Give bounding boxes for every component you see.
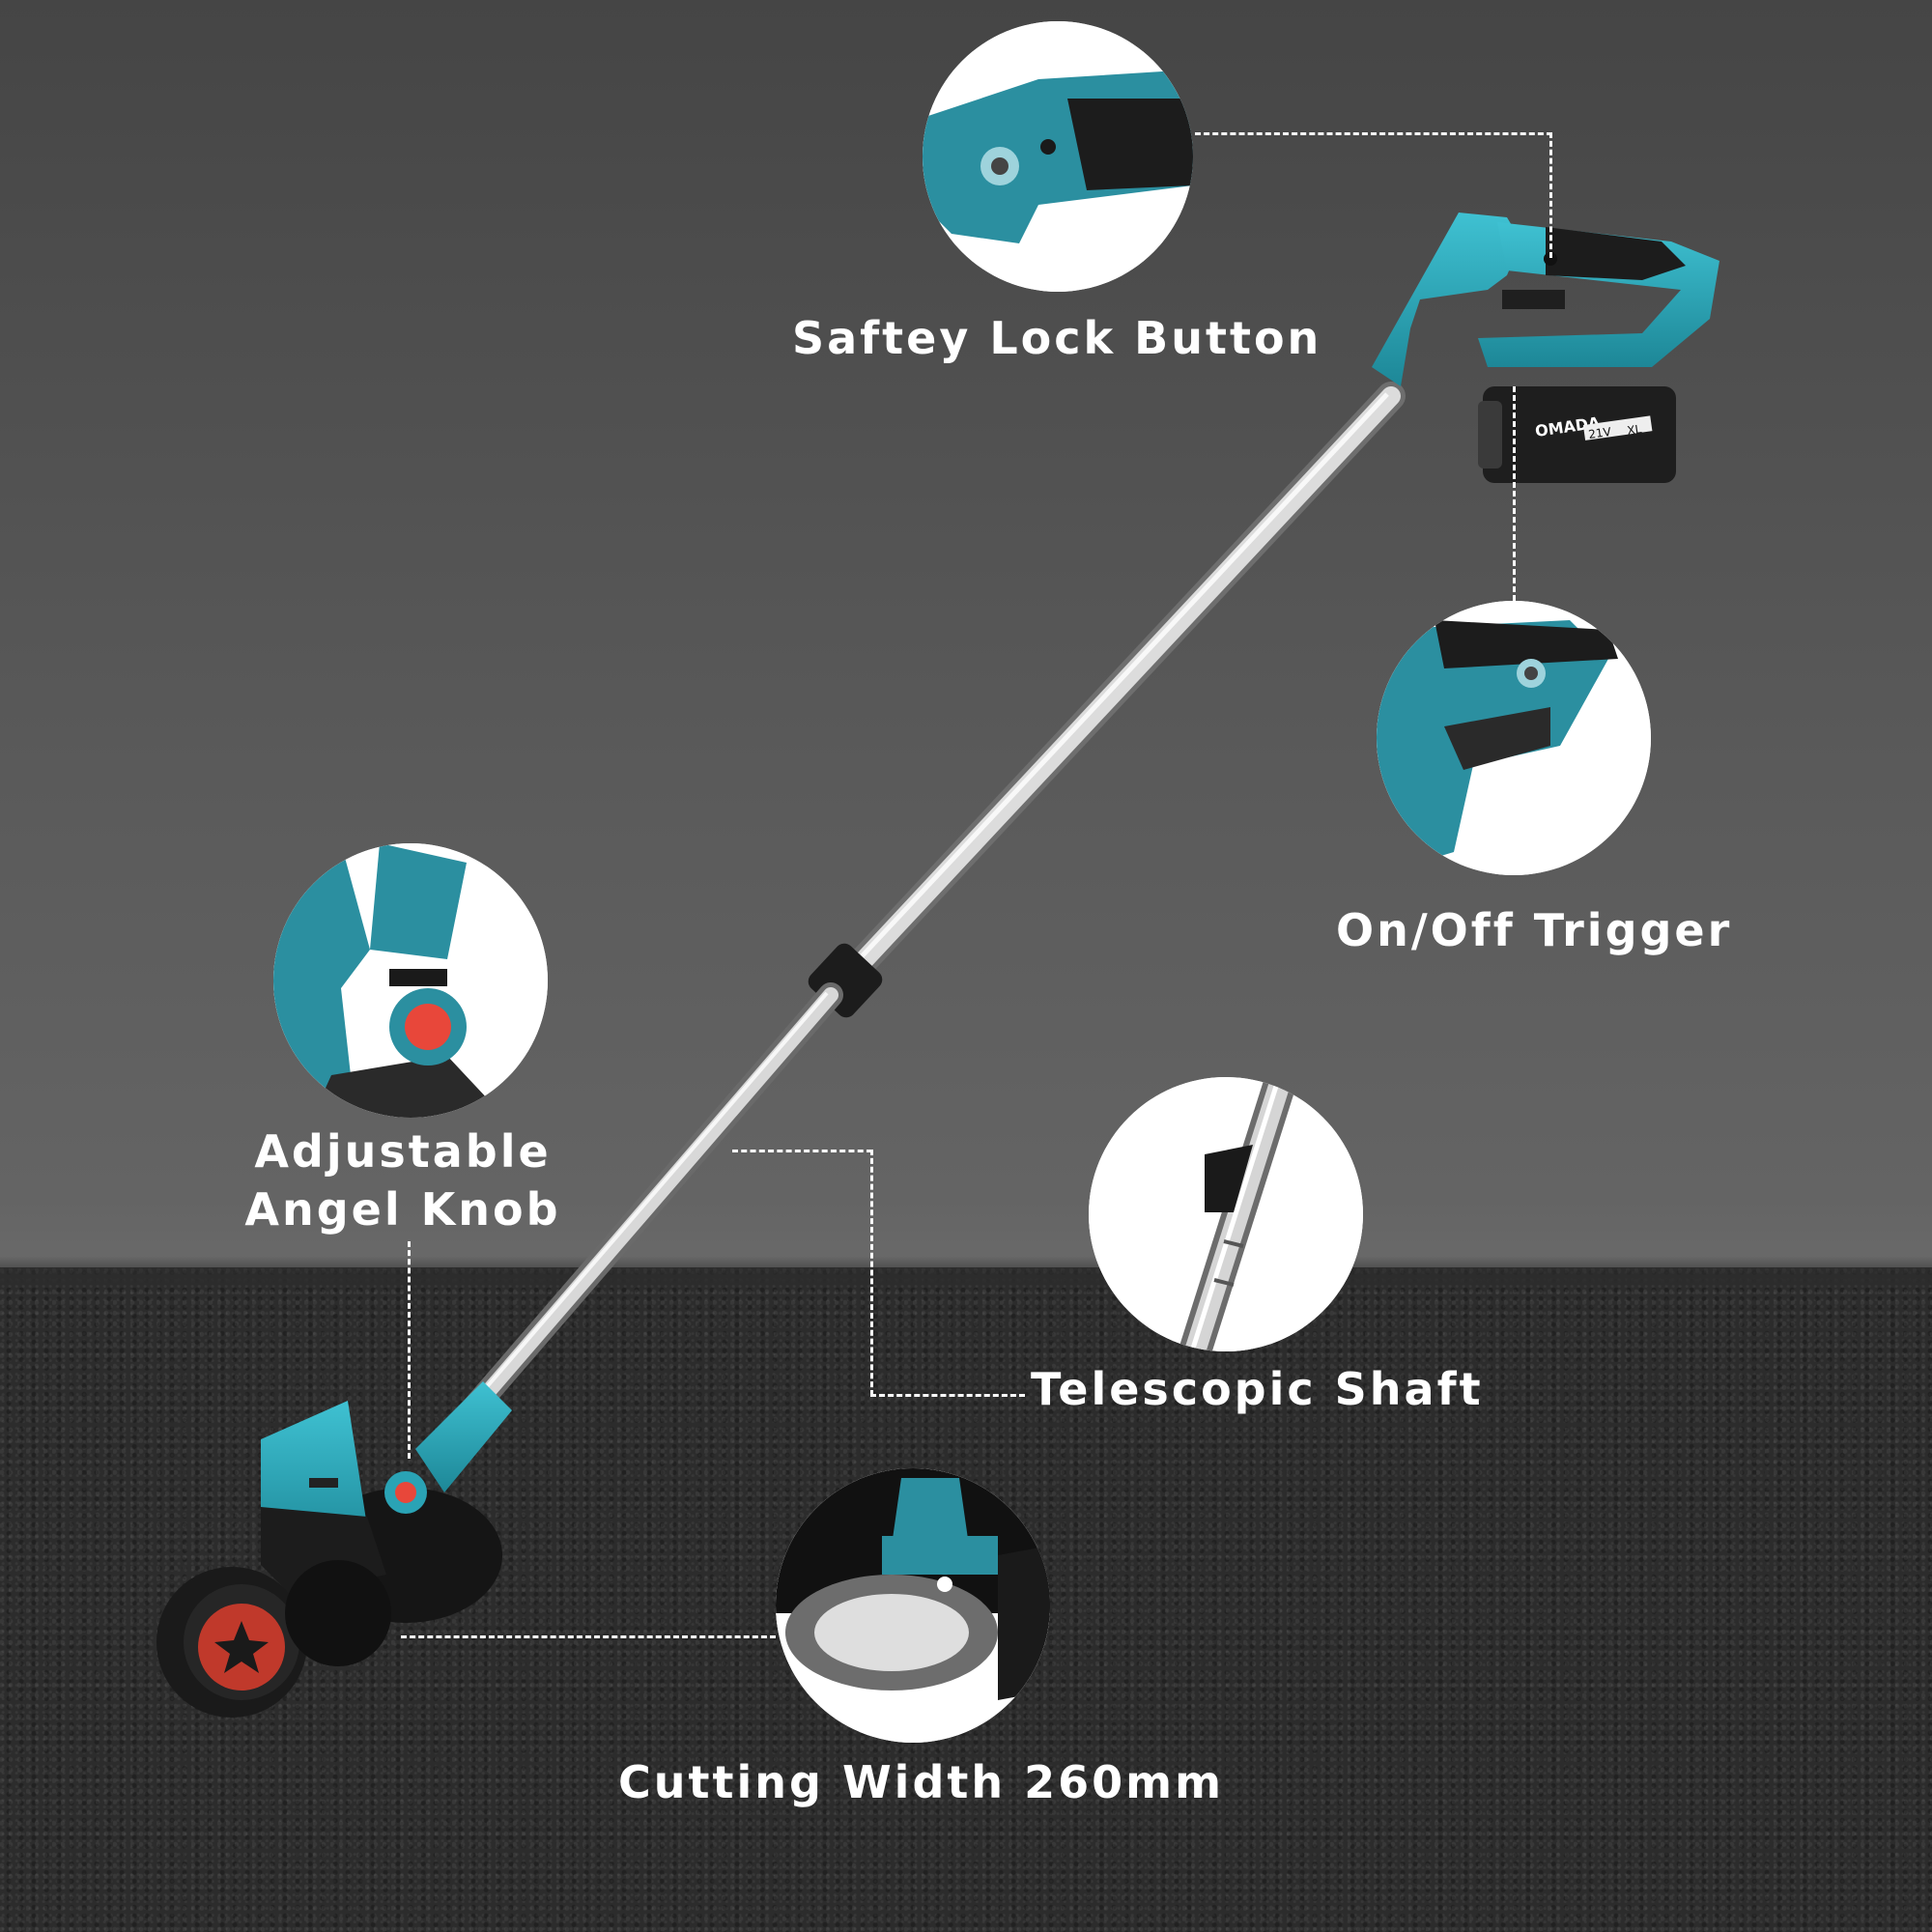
connector-shaft-h2 — [870, 1394, 1025, 1397]
connector-shaft-h1 — [732, 1150, 872, 1152]
angle-knob-detail-circle — [273, 843, 548, 1118]
angle-knob — [395, 1482, 416, 1503]
connector-cutting-h — [401, 1635, 776, 1638]
safety-lock-detail-circle — [923, 21, 1193, 292]
connector-knob-v — [408, 1241, 411, 1459]
trigger-detail-image — [1377, 601, 1651, 875]
connector-trigger-v — [1513, 386, 1516, 601]
cutting-width-detail-circle — [776, 1468, 1050, 1743]
angle-knob-detail-image — [273, 843, 548, 1118]
shaft-detail-circle — [1089, 1077, 1363, 1351]
label-knob-line2: Angel Knob — [244, 1183, 561, 1236]
label-telescopic-shaft: Telescopic Shaft — [1031, 1363, 1484, 1415]
connector-safety-lock-h — [1195, 132, 1552, 135]
connector-shaft-v — [870, 1150, 873, 1396]
shaft-detail-image — [1089, 1077, 1363, 1351]
label-cutting-width: Cutting Width 260mm — [618, 1756, 1225, 1808]
label-knob-line1: Adjustable — [254, 1125, 552, 1178]
label-on-off-trigger: On/Off Trigger — [1336, 904, 1733, 956]
trigger-detail-circle — [1377, 601, 1651, 875]
handle-assembly — [1372, 213, 1719, 386]
trimmer-head — [156, 1381, 512, 1718]
battery-voltage-text: 21V — [1587, 425, 1612, 441]
battery-pack-image: OMADA 21V XL — [1478, 386, 1676, 483]
safety-lock-detail-image — [923, 21, 1193, 292]
battery-size-text: XL — [1626, 422, 1642, 438]
label-safety-lock-button: Saftey Lock Button — [792, 312, 1322, 364]
connector-safety-lock-v — [1549, 132, 1552, 258]
telescopic-shaft — [451, 382, 1406, 1433]
cutting-head-detail-image — [776, 1468, 1050, 1743]
